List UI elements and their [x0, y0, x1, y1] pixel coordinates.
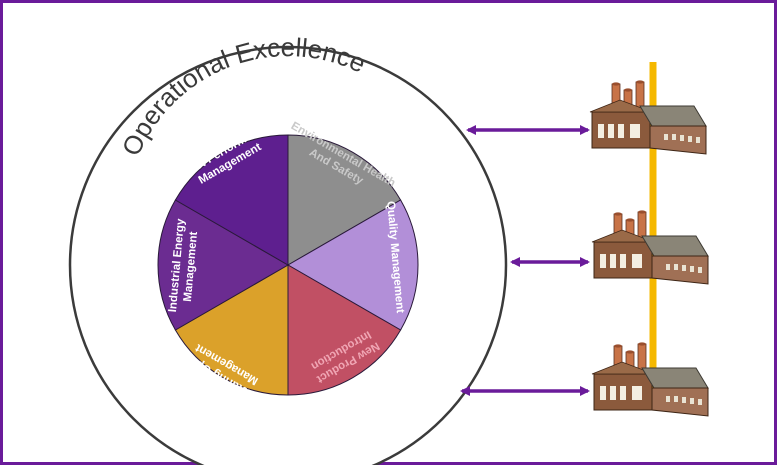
segment-quality-management	[287, 199, 419, 331]
segment-manufacturing-operations-management	[174, 264, 289, 396]
factory-top-icon	[589, 80, 707, 155]
segment-industrial-energy-management	[157, 199, 289, 331]
segment-new-product-introduction	[287, 264, 402, 396]
factory-middle-icon	[591, 210, 709, 285]
factory-bottom-icon	[591, 342, 709, 417]
segment-environmental-health-safety	[287, 134, 402, 266]
segment-asset-performance-management	[174, 134, 289, 266]
